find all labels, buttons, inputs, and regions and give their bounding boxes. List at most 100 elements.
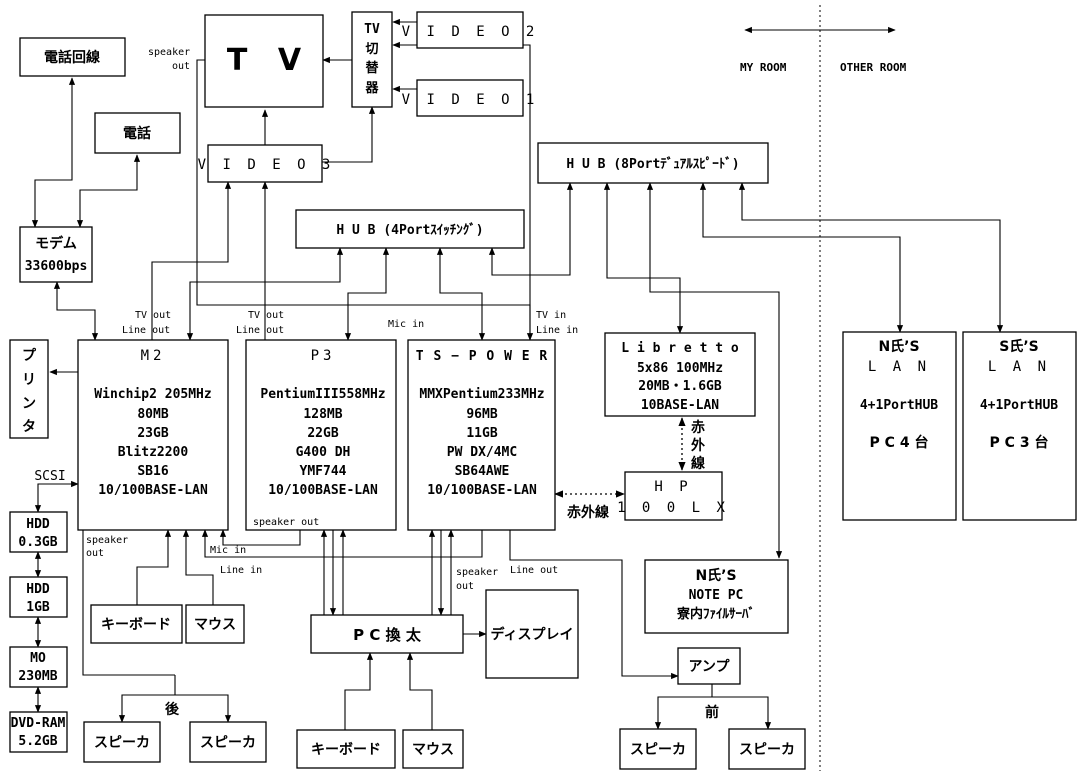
phone-line-label: 電話回線 [44, 49, 100, 66]
hub4-box [295, 209, 525, 249]
tv-speaker-out-2: out [172, 61, 190, 72]
tspower-sound: SB64AWE [455, 464, 510, 479]
tv-switch-line-4: 器 [364, 81, 379, 96]
video1-box [416, 79, 524, 117]
tv-switch-line-1: TV [364, 22, 380, 37]
dvdram-size: 5.2GB [18, 734, 57, 749]
display-box [485, 589, 579, 679]
s-lan-owner: S氏’S [999, 339, 1038, 355]
tspower-speaker-out-1: speaker [456, 567, 498, 578]
tv-switch-line-3: 替 [365, 60, 379, 76]
n-note-box [644, 559, 789, 634]
phone-label: 電話 [123, 125, 151, 142]
m2-hdd: 23GB [137, 426, 168, 441]
modem-label: モデム [35, 235, 77, 252]
p3-line-out: Line out [236, 325, 284, 336]
libretto-cpu: 5x86 100MHz [637, 361, 723, 376]
m2-mem: 80MB [137, 407, 168, 422]
tspower-mic-in: Mic in [388, 319, 424, 330]
n-lan-hub: 4+1PortHUB [860, 398, 938, 413]
amp-label: アンプ [688, 659, 730, 675]
p3-mem: 128MB [303, 407, 342, 422]
video2-box [416, 11, 524, 49]
m2-box [77, 339, 229, 531]
hub8-box [537, 142, 769, 184]
speaker-rear-left-label: スピーカ [94, 735, 150, 751]
tv-label: T V [227, 43, 311, 78]
tv-switch-box [351, 11, 393, 108]
speaker-front-left-label: スピーカ [630, 742, 686, 758]
infrared-vertical-3: 線 [691, 455, 705, 472]
p3-cpu: PentiumIII558MHz [260, 387, 385, 402]
video1-label: V I D E O 1 [402, 92, 539, 108]
m2-cpu: Winchip2 205MHz [94, 387, 211, 402]
n-lan-box [842, 331, 957, 521]
video2-label: V I D E O 2 [402, 24, 539, 40]
p3-tv-out: TV out [248, 310, 284, 321]
mo-name: MO [30, 651, 46, 666]
hdd-2-name: HDD [26, 582, 50, 597]
speaker-front-left-box [619, 728, 697, 770]
wires [31, 18, 1004, 730]
s-lan-hub: 4+1PortHUB [980, 398, 1058, 413]
rear-label: 後 [165, 701, 180, 718]
tspower-cpu: MMXPentium233MHz [419, 387, 544, 402]
phone-line-box [19, 37, 126, 77]
printer-box [9, 339, 49, 439]
tv-switch-line-2: 切 [365, 42, 378, 57]
libretto-lan: 10BASE-LAN [641, 398, 719, 413]
mo-box [9, 646, 68, 688]
n-lan-title: L A N [868, 359, 930, 375]
n-note-owner: N氏’S [695, 568, 736, 584]
dvdram-name: DVD-RAM [11, 716, 66, 731]
infrared-vertical-2: 外 [691, 437, 705, 454]
tspower-box [407, 339, 556, 531]
mouse-box [402, 729, 464, 769]
libretto-name: L i b r e t t o [621, 341, 739, 356]
hdd-1-name: HDD [26, 517, 50, 532]
hdd-2-size: 1GB [26, 600, 50, 615]
pc-switch-label: P C 換 太 [353, 626, 422, 644]
mo-size: 230MB [18, 669, 57, 684]
n-note-model: NOTE PC [689, 588, 744, 603]
dvdram-box [9, 711, 68, 753]
printer-char-3: ン [22, 396, 36, 412]
video3-label: V I D E O 3 [198, 157, 335, 173]
tspower-line-out: Line out [510, 565, 558, 576]
keyboard-box [296, 729, 396, 769]
speaker-front-right-label: スピーカ [739, 742, 795, 758]
tspower-hdd: 11GB [466, 426, 497, 441]
pc-switch-box [310, 614, 464, 654]
keyboard-m2-box [90, 604, 183, 644]
front-label: 前 [705, 704, 719, 721]
my-room-label: MY ROOM [740, 61, 787, 74]
m2-sound: SB16 [137, 464, 168, 479]
m2-speaker-out-1: speaker [86, 535, 128, 546]
speaker-rear-left-box [83, 721, 161, 763]
printer-char-4: タ [22, 419, 36, 435]
infrared-horizontal: 赤外線 [567, 504, 609, 521]
n-note-role: 寮内ﾌｧｲﾙｻｰﾊﾞ [676, 606, 755, 622]
p3-sound: YMF744 [300, 464, 347, 479]
speaker-rear-right-box [189, 721, 267, 763]
tspower-line-in: Line in [536, 325, 578, 336]
hdd-1-size: 0.3GB [18, 535, 57, 550]
hp-name: H P [654, 479, 691, 495]
m2-mic-in: Mic in [210, 545, 246, 556]
modem-speed: 33600bps [25, 259, 88, 274]
tspower-video: PW DX/4MC [447, 445, 517, 460]
m2-speaker-out-2: out [86, 548, 104, 559]
hdd-03gb-box [9, 511, 68, 553]
m2-name: M2 [141, 348, 166, 364]
p3-name: P3 [311, 348, 336, 364]
hp100lx-box [624, 471, 723, 521]
p3-lan: 10/100BASE-LAN [268, 483, 378, 498]
p3-box [245, 339, 397, 531]
infrared-vertical-1: 赤 [691, 420, 705, 436]
m2-tv-out: TV out [135, 310, 171, 321]
s-lan-box [962, 331, 1077, 521]
libretto-box [604, 332, 756, 417]
printer-char-2: リ [22, 372, 36, 388]
phone-box [94, 112, 181, 154]
modem-box [19, 226, 93, 283]
